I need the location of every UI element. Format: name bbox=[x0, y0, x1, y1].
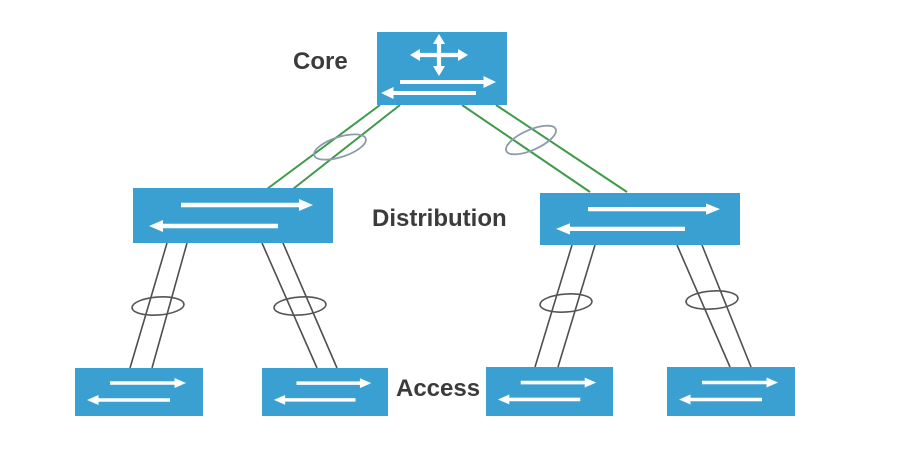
link-distribution-right-to-access-4 bbox=[676, 244, 752, 368]
access-switch-1 bbox=[75, 368, 203, 416]
link-distribution-right-to-access-3 bbox=[534, 244, 596, 368]
access-switch-3 bbox=[486, 367, 613, 416]
core-link-line bbox=[292, 104, 401, 190]
core-switch bbox=[377, 32, 507, 105]
link-core-to-distribution-right bbox=[461, 104, 628, 193]
access-link-line bbox=[151, 242, 188, 369]
access-link-line bbox=[534, 244, 573, 368]
access-switch-2 bbox=[262, 368, 388, 416]
core-link-line bbox=[266, 104, 381, 190]
access-link-line bbox=[676, 244, 731, 368]
access-switch-4 bbox=[667, 367, 795, 416]
core-layer-label: Core bbox=[293, 48, 348, 75]
etherchannel-ellipse bbox=[505, 124, 557, 156]
link-distribution-left-to-access-1 bbox=[129, 242, 188, 369]
switch-arrows-icon bbox=[273, 378, 372, 405]
distribution-switch-left bbox=[133, 188, 333, 243]
access-link-line bbox=[261, 242, 318, 369]
etherchannel-ellipse bbox=[685, 290, 739, 310]
etherchannel-ellipse bbox=[313, 133, 367, 161]
access-layer-label: Access bbox=[396, 375, 481, 402]
switch-arrows-icon bbox=[87, 378, 186, 405]
etherchannel-ellipse bbox=[131, 296, 185, 316]
access-link-line bbox=[282, 242, 338, 369]
etherchannel-ellipse bbox=[539, 293, 593, 313]
switch-arrows-icon bbox=[149, 199, 313, 232]
access-link-line bbox=[557, 244, 596, 368]
distribution-switch-right bbox=[540, 193, 740, 245]
multilayer-switch-icon bbox=[381, 34, 496, 99]
core-link-line bbox=[461, 104, 591, 193]
switch-arrows-icon bbox=[679, 377, 778, 405]
distribution-layer-label: Distribution bbox=[372, 205, 507, 232]
link-core-to-distribution-left bbox=[266, 104, 401, 190]
switch-arrows-icon bbox=[556, 203, 720, 235]
etherchannel-ellipse bbox=[273, 296, 327, 316]
link-distribution-left-to-access-2 bbox=[261, 242, 338, 369]
access-link-line bbox=[129, 242, 168, 369]
switch-arrows-icon bbox=[497, 377, 597, 405]
core-link-line bbox=[495, 104, 628, 193]
